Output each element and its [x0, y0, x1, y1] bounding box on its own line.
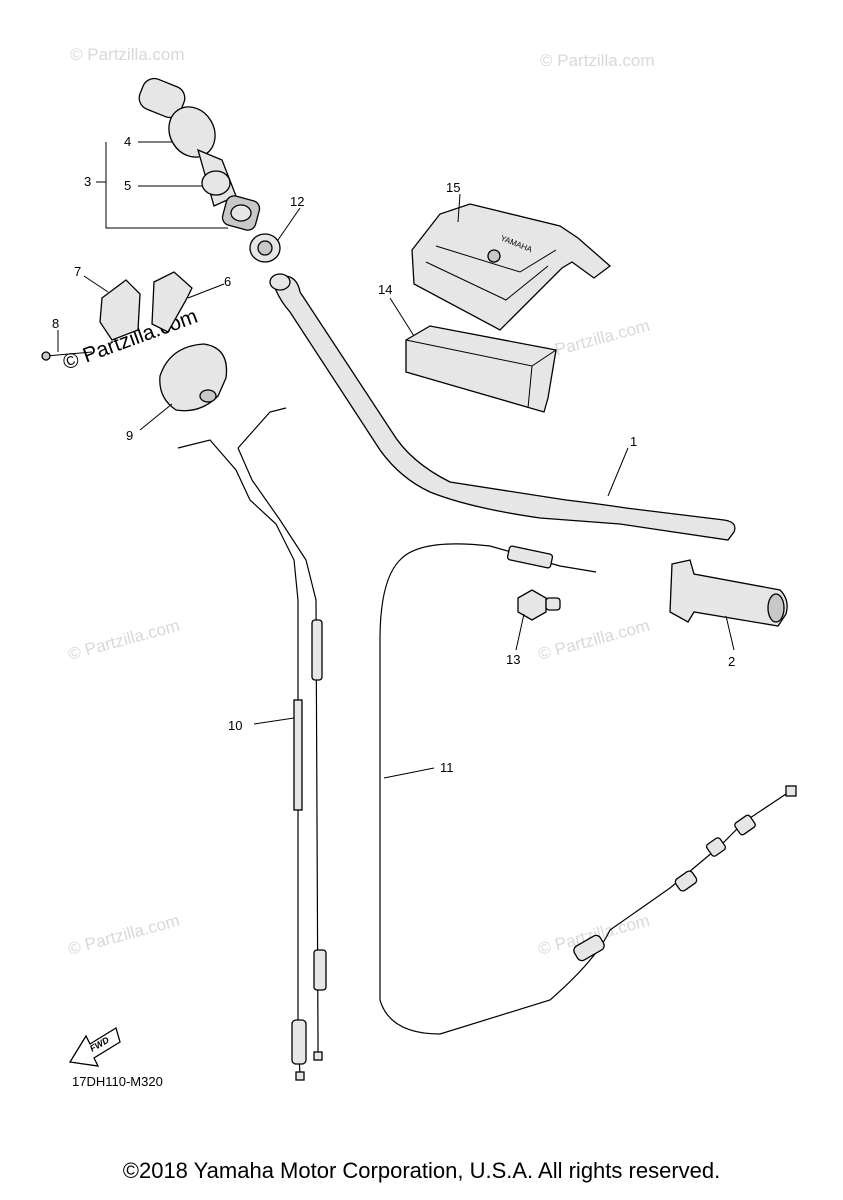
handlebar	[269, 273, 736, 541]
cable-sleeve	[311, 619, 323, 681]
clutch-cable	[379, 543, 797, 1035]
callouts: 1 2 3 4 5 6 7 8 9 10 11 12 13 14 15	[52, 134, 735, 775]
leader-15	[457, 193, 461, 223]
cable-end	[313, 1051, 323, 1061]
cover-stripe	[425, 261, 549, 301]
leader-14	[389, 297, 415, 337]
throttle-housing	[41, 271, 228, 412]
cable-adjuster	[313, 949, 327, 991]
callout-9: 9	[126, 428, 133, 443]
leader-2	[725, 615, 735, 651]
callout-12: 12	[290, 194, 304, 209]
leader-13	[515, 613, 525, 651]
collar	[249, 233, 281, 263]
pad-body	[405, 325, 557, 413]
adjuster-nut	[517, 589, 561, 621]
cover-body	[411, 203, 612, 331]
callout-10: 10	[228, 718, 242, 733]
cable-b	[237, 447, 319, 1054]
cable-adjuster	[705, 837, 727, 857]
fwd-arrow-icon: FWD	[68, 1026, 121, 1067]
fwd-arrow-shape	[68, 1026, 121, 1067]
cable-end	[785, 785, 797, 797]
callout-6: 6	[224, 274, 231, 289]
cable-a	[177, 439, 301, 1075]
grip-end	[138, 77, 186, 119]
housing-upper	[99, 279, 141, 341]
callout-11: 11	[440, 760, 454, 775]
grip-end	[767, 593, 785, 623]
leader-11	[383, 767, 435, 779]
cable-boot	[573, 934, 605, 962]
screw-head	[41, 351, 51, 361]
housing-lower	[151, 271, 193, 333]
callout-2: 2	[728, 654, 735, 669]
cable-main	[379, 543, 793, 1035]
throttle-grip-assembly	[138, 77, 261, 231]
copyright-notice: ©2018 Yamaha Motor Corporation, U.S.A. A…	[122, 1158, 721, 1183]
leader-10	[253, 717, 295, 725]
callout-3: 3	[84, 174, 91, 189]
leader-lines	[57, 141, 735, 779]
handlebar-pad	[405, 325, 557, 413]
nut-body	[517, 589, 547, 621]
yamaha-logo-icon	[487, 249, 501, 263]
leader-3-bracket	[105, 142, 228, 229]
cable-adjuster	[734, 814, 756, 836]
collar-bore	[257, 240, 273, 256]
grip-ring	[201, 170, 231, 196]
cable-end	[295, 1071, 305, 1081]
leader-1	[607, 447, 629, 497]
left-grip	[669, 559, 788, 627]
pad-edge	[527, 365, 533, 409]
watermark: © Partzilla.com	[540, 51, 655, 70]
throttle-cable	[177, 407, 327, 1081]
callout-1: 1	[630, 434, 637, 449]
cover-stripe	[435, 245, 557, 273]
handlebar-cover: YAMAHA	[411, 203, 612, 331]
leader-9	[139, 403, 173, 431]
watermark: © Partzilla.com	[536, 616, 652, 664]
screw	[45, 351, 93, 357]
callout-14: 14	[378, 282, 392, 297]
cable-b-end	[237, 407, 287, 449]
callout-8: 8	[52, 316, 59, 331]
callout-13: 13	[506, 652, 520, 667]
watermark: © Partzilla.com	[66, 911, 182, 959]
leader-12	[277, 207, 301, 241]
diagram-code: 17DH110-M320	[72, 1074, 163, 1089]
leader-7	[83, 275, 109, 293]
callout-7: 7	[74, 264, 81, 279]
nut-shaft	[545, 597, 561, 611]
watermark: © Partzilla.com	[70, 45, 185, 64]
housing-cover	[159, 343, 228, 412]
callout-4: 4	[124, 134, 131, 149]
cover-hole	[199, 389, 217, 403]
callout-5: 5	[124, 178, 131, 193]
cable-adjuster	[291, 1019, 307, 1065]
cable-adjuster	[674, 870, 698, 892]
callout-15: 15	[446, 180, 460, 195]
watermark: © Partzilla.com	[66, 616, 182, 664]
handlebar-tube	[271, 275, 736, 541]
tube-bore	[230, 204, 252, 222]
cable-sleeve	[293, 699, 303, 811]
leader-6	[187, 283, 225, 299]
cable-boot	[506, 545, 554, 569]
handlebar-end	[269, 273, 291, 291]
grip-body	[669, 559, 788, 627]
